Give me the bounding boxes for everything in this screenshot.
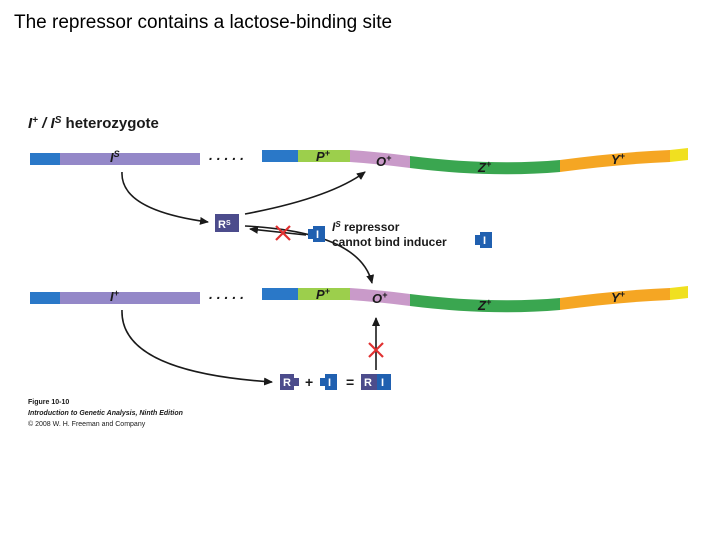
strand-top-yellow-end: [670, 148, 688, 162]
reaction-r: R: [283, 377, 291, 389]
inducer-symbol-1: I: [308, 226, 325, 242]
reaction-i-box: [325, 374, 337, 390]
reaction: R + I = R I: [280, 374, 391, 390]
strand-bottom-blue-left: [30, 292, 60, 304]
slide-title: The repressor contains a lactose-binding…: [14, 12, 393, 33]
caption-figure: Figure 10-10: [28, 399, 69, 406]
svg-text:I: I: [483, 235, 486, 247]
strand-bottom: . . . . . I+ P+ O+ Z+ Y+: [30, 286, 688, 313]
strand-top-promoter: [298, 150, 350, 162]
note-line1: IS repressor: [332, 220, 400, 235]
strand-bottom-z-gene: [410, 294, 560, 313]
reaction-i: I: [328, 377, 331, 389]
arrow-rs-to-operator-top: [244, 171, 366, 215]
caption-book: Introduction to Genetic Analysis, Ninth …: [28, 410, 183, 417]
strand-top-blue-left: [30, 153, 60, 165]
strand-bottom-i-gene: [60, 292, 200, 304]
svg-text:I: I: [381, 377, 384, 389]
reaction-equals: =: [346, 374, 354, 390]
arrow-inducer-blocked: [249, 225, 307, 236]
strand-top-o-label: O+: [376, 153, 392, 169]
strand-bottom-promoter: [298, 288, 350, 300]
heading-i: I: [28, 115, 33, 132]
strand-bottom-p-label: P+: [316, 286, 331, 302]
strand-bottom-y-label: Y+: [611, 289, 626, 305]
strand-top-z-gene: [410, 156, 560, 175]
red-x-bottom: [368, 342, 384, 358]
rs-box-label: RS: [218, 219, 231, 231]
caption-copyright: © 2008 W. H. Freeman and Company: [28, 420, 146, 428]
heading-i2-sup: S: [55, 115, 62, 126]
strand-top: . . . . . IS P+ O+ Z+ Y+: [30, 147, 688, 175]
strand-top-z-label: Z+: [477, 159, 492, 175]
strand-bottom-blue-mid: [262, 288, 298, 300]
reaction-plus: +: [305, 374, 313, 390]
svg-text:I: I: [316, 229, 319, 241]
strand-bottom-i-label: I+: [110, 288, 120, 304]
strand-bottom-y-gene: [560, 288, 670, 310]
heading-rest: heterozygote: [61, 115, 159, 132]
heading-i-sup: +: [32, 115, 38, 126]
rs-box: [215, 214, 239, 232]
arrow-i-to-r: [121, 309, 273, 386]
strand-top-blue-mid: [262, 150, 298, 162]
strand-top-dots: . . . . .: [209, 147, 244, 163]
strand-bottom-z-label: Z+: [477, 297, 492, 313]
strand-top-p-label: P+: [316, 148, 331, 164]
strand-top-operator: [350, 150, 410, 168]
strand-bottom-o-label: O+: [372, 290, 388, 306]
strand-top-y-gene: [560, 150, 670, 172]
heading-slash: /: [38, 115, 51, 132]
strand-top-i-label: IS: [110, 149, 120, 165]
reaction-complex-i: [377, 374, 391, 390]
strand-bottom-operator: [350, 288, 410, 306]
reaction-complex-r: [361, 374, 377, 390]
note-line2: cannot bind inducer: [332, 235, 447, 249]
strand-top-y-label: Y+: [611, 151, 626, 167]
arrow-rs-to-operator-bottom: [244, 225, 375, 284]
red-x-top: [275, 225, 291, 241]
reaction-r-box: [280, 374, 294, 390]
strand-top-i-gene: [60, 153, 200, 165]
arrow-is-to-rs: [121, 171, 209, 225]
strand-bottom-dots: . . . . .: [209, 286, 244, 302]
svg-text:R: R: [364, 377, 372, 389]
heading-i2: I: [51, 115, 56, 132]
inducer-symbol-2: I: [475, 232, 492, 248]
strand-bottom-yellow-end: [670, 286, 688, 300]
diagram-heading: I+ / IS heterozygote: [28, 115, 159, 133]
